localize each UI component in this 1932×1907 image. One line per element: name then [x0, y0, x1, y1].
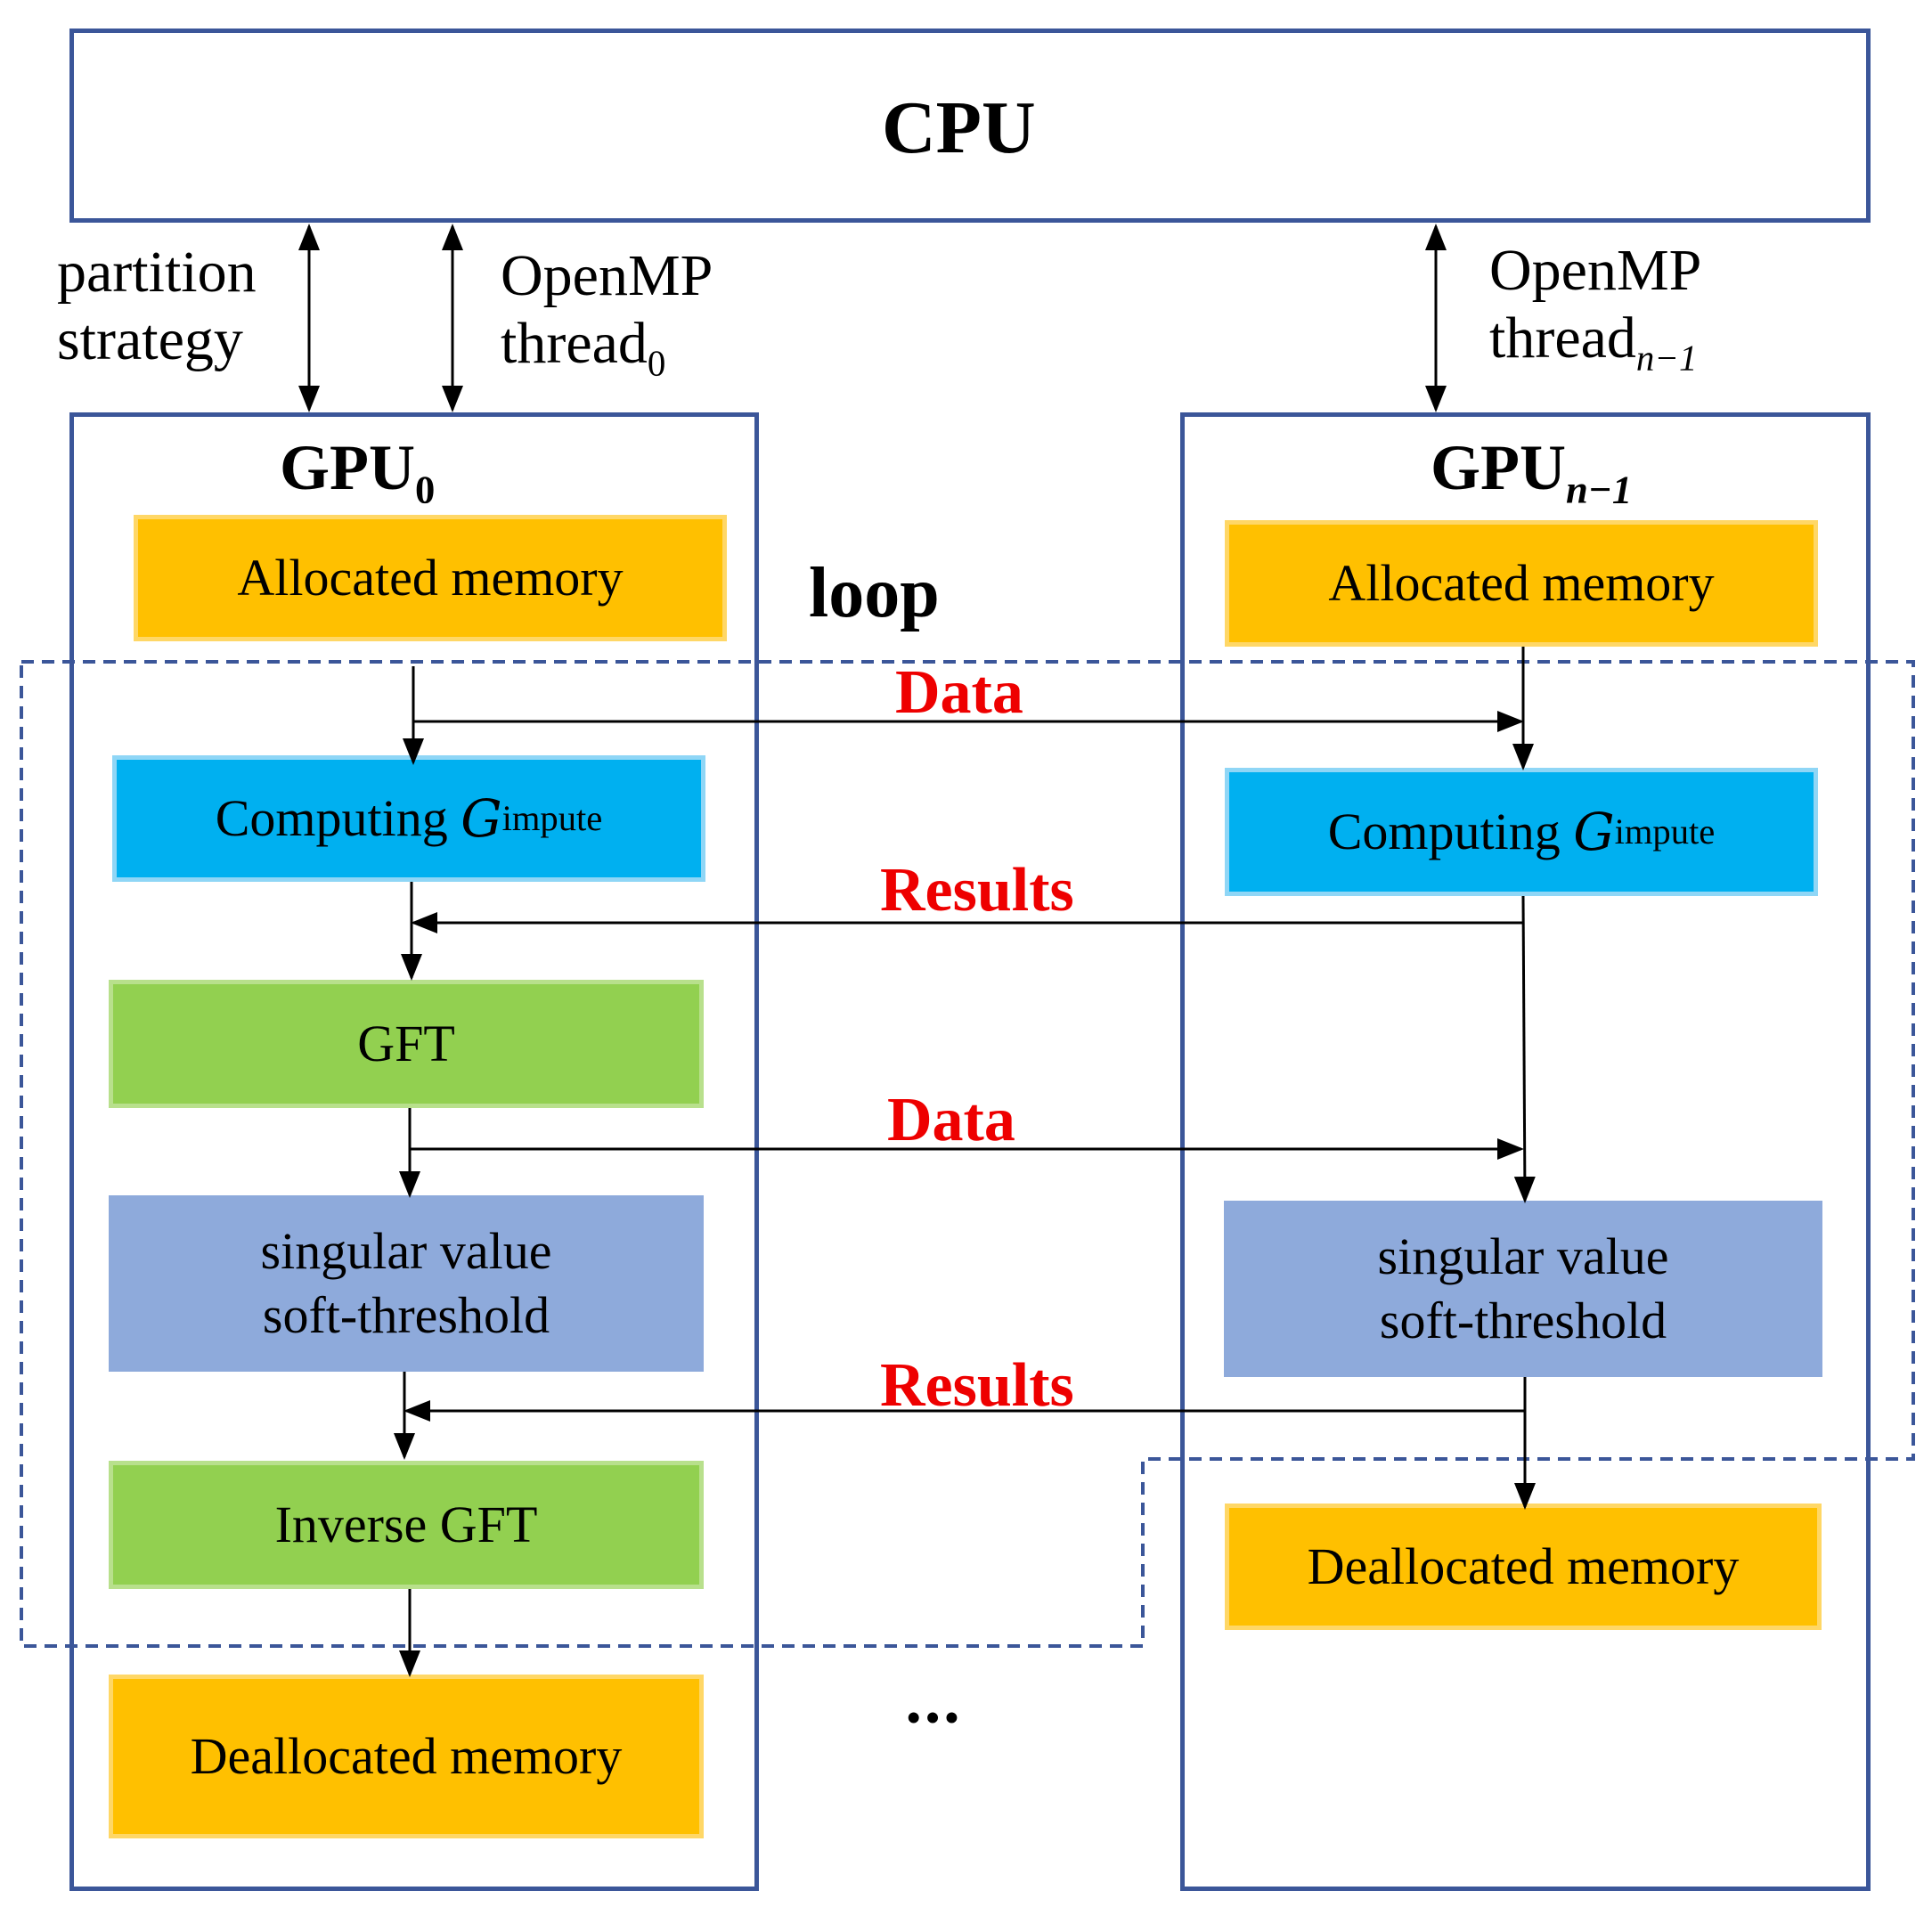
- partition-strategy-label: partition strategy: [57, 239, 257, 374]
- data-label-1: Data: [895, 658, 1023, 727]
- partition-line: partition: [57, 240, 257, 305]
- gpu0-title: GPU0: [280, 431, 435, 513]
- openmp-line: OpenMP: [1489, 238, 1702, 303]
- gpun-title: GPUn−1: [1431, 431, 1632, 513]
- thread-word: thread: [1489, 305, 1636, 371]
- gpu0-singular-value-soft-threshold: singular value soft-threshold: [109, 1195, 704, 1372]
- g-symbol: G: [461, 787, 502, 849]
- svt-line1: singular value: [1377, 1227, 1669, 1285]
- g-symbol: G: [1573, 801, 1615, 862]
- gpun-deallocated-memory: Deallocated memory: [1225, 1504, 1822, 1630]
- strategy-line: strategy: [57, 306, 243, 372]
- thread-word: thread: [501, 310, 648, 376]
- computing-word: Computing: [1327, 802, 1561, 860]
- threadn-line: threadn−1: [1489, 305, 1701, 379]
- gpun-allocated-memory: Allocated memory: [1225, 520, 1818, 647]
- gpun-singular-value-soft-threshold: singular value soft-threshold: [1224, 1201, 1822, 1377]
- gpu0-block: [69, 412, 759, 1891]
- results-label-1: Results: [880, 856, 1074, 925]
- thread0-subscript: 0: [647, 343, 666, 384]
- gpun-block: [1180, 412, 1871, 1891]
- cpu-label: CPU: [882, 86, 1036, 169]
- cpu-block: [69, 29, 1871, 223]
- loop-label: loop: [809, 554, 940, 632]
- threadn-subscript: n−1: [1635, 338, 1698, 379]
- data-label-2: Data: [887, 1086, 1015, 1154]
- gpun-subscript: n−1: [1565, 467, 1633, 512]
- openmp-thread0-label: OpenMP thread0: [501, 242, 713, 384]
- openmp-line: OpenMP: [501, 243, 713, 308]
- loop-dashed-outline: [20, 660, 1915, 1648]
- ellipsis: •••: [907, 1696, 965, 1740]
- gpun-flow-arrow-2: [1513, 895, 1536, 1203]
- openmp-threadn-label: OpenMP threadn−1: [1489, 237, 1701, 379]
- gpu-word: GPU: [280, 432, 415, 503]
- impute-superscript: impute: [501, 797, 603, 838]
- results-label-2: Results: [880, 1351, 1074, 1420]
- thread0-line: thread0: [501, 310, 713, 384]
- impute-superscript: impute: [1614, 811, 1716, 852]
- gpu0-inverse-gft: Inverse GFT: [109, 1461, 704, 1589]
- gpu0-gft: GFT: [109, 980, 704, 1108]
- svt-line1: singular value: [260, 1221, 552, 1280]
- svt-line2: soft-threshold: [1379, 1292, 1667, 1349]
- computing-word: Computing: [215, 788, 448, 847]
- gpu0-subscript: 0: [414, 467, 436, 512]
- gpu0-deallocated-memory: Deallocated memory: [109, 1675, 704, 1838]
- gpu-word: GPU: [1431, 432, 1566, 503]
- gpu0-allocated-memory: Allocated memory: [134, 515, 727, 641]
- svt-line2: soft-threshold: [262, 1286, 550, 1344]
